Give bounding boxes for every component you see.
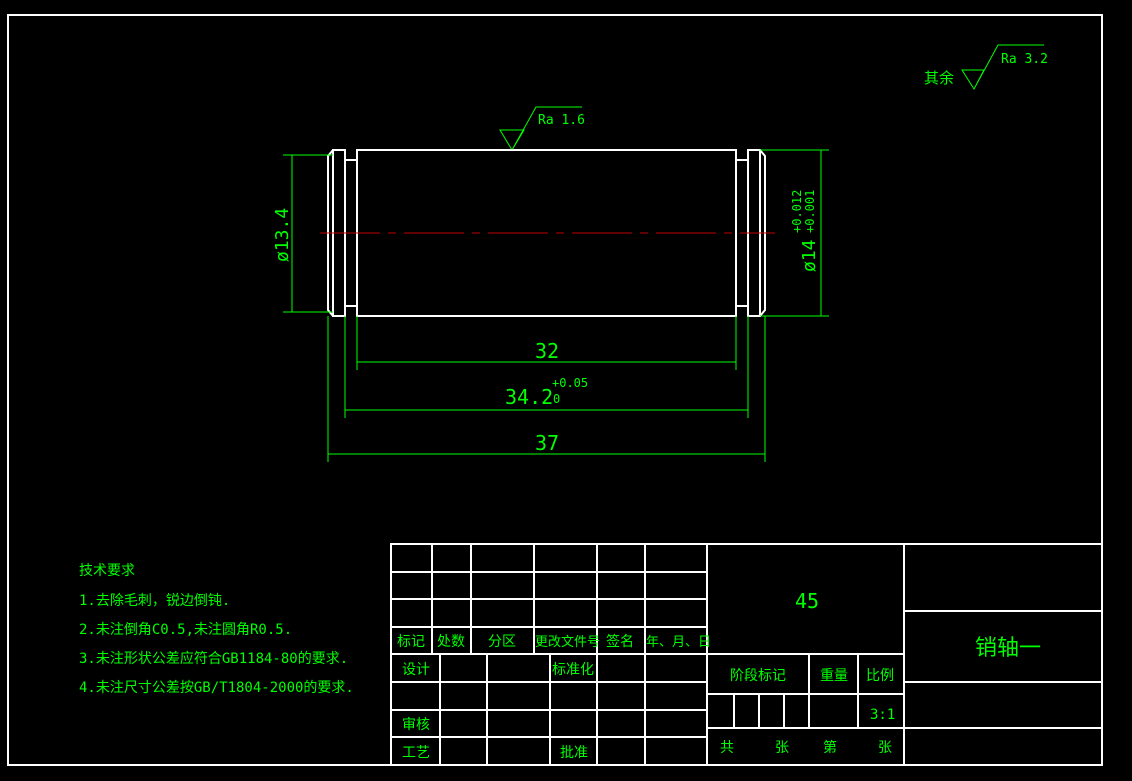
roughness-surface-value: Ra 1.6 bbox=[538, 113, 585, 128]
roughness-other-label: 其余 bbox=[924, 69, 954, 87]
scale-value: 3:1 bbox=[870, 707, 895, 723]
review-label: 审核 bbox=[402, 717, 430, 733]
tech-req-item: 1.去除毛刺，锐边倒钝. bbox=[79, 593, 230, 609]
header-change-doc: 更改文件号 bbox=[535, 635, 600, 650]
total-sheets-label: 共 bbox=[720, 740, 734, 756]
dim-len-mid: 34.2 bbox=[505, 385, 553, 409]
approve-label: 批准 bbox=[560, 745, 588, 761]
tech-req-title: 技术要求 bbox=[79, 563, 135, 579]
page-label: 第 bbox=[823, 739, 837, 756]
dim-dia-right: ø14 bbox=[799, 239, 820, 272]
sheets-label: 张 bbox=[775, 740, 789, 756]
roughness-other-value: Ra 3.2 bbox=[1001, 52, 1048, 67]
dim-dia-left: ø13.4 bbox=[272, 208, 293, 262]
title-block-text: 标记 处数 分区 更改文件号 签名 年、月、日 设计 标准化 审核 工艺 批准 … bbox=[397, 589, 1041, 761]
header-count: 处数 bbox=[437, 634, 465, 650]
header-mark: 标记 bbox=[397, 634, 425, 650]
dim-dia-right-lower-tol: +0.001 bbox=[803, 190, 817, 233]
tech-req-item: 4.未注尺寸公差按GB/T1804-2000的要求. bbox=[79, 680, 354, 696]
title-block-grid bbox=[390, 543, 1103, 766]
header-date: 年、月、日 bbox=[646, 635, 711, 650]
roughness-symbol-icon bbox=[961, 44, 1044, 90]
sheet-label: 张 bbox=[878, 740, 892, 756]
header-signature: 签名 bbox=[606, 633, 634, 650]
design-label: 设计 bbox=[402, 662, 430, 678]
dim-len-total: 37 bbox=[535, 431, 559, 455]
dim-len-mid-lower-tol: 0 bbox=[553, 392, 560, 406]
dim-len-inner: 32 bbox=[535, 339, 559, 363]
dim-len-mid-upper-tol: +0.05 bbox=[552, 376, 588, 390]
weight-label: 重量 bbox=[820, 668, 848, 684]
scale-label: 比例 bbox=[866, 668, 894, 684]
tech-requirements: 技术要求 1.去除毛刺，锐边倒钝. 2.未注倒角C0.5,未注圆角R0.5. 3… bbox=[79, 563, 354, 696]
stage-mark-label: 阶段标记 bbox=[730, 668, 786, 684]
part-name: 销轴一 bbox=[975, 636, 1041, 661]
roughness-symbol-icon bbox=[499, 106, 582, 151]
process-label: 工艺 bbox=[402, 745, 430, 761]
header-zone: 分区 bbox=[488, 634, 516, 650]
material: 45 bbox=[795, 589, 819, 613]
tech-req-item: 2.未注倒角C0.5,未注圆角R0.5. bbox=[79, 622, 292, 638]
dim-dia-right-upper-tol: +0.012 bbox=[790, 190, 804, 233]
dimension-lines bbox=[283, 149, 829, 462]
standardize-label: 标准化 bbox=[552, 662, 594, 678]
tech-req-item: 3.未注形状公差应符合GB1184-80的要求. bbox=[79, 650, 348, 667]
